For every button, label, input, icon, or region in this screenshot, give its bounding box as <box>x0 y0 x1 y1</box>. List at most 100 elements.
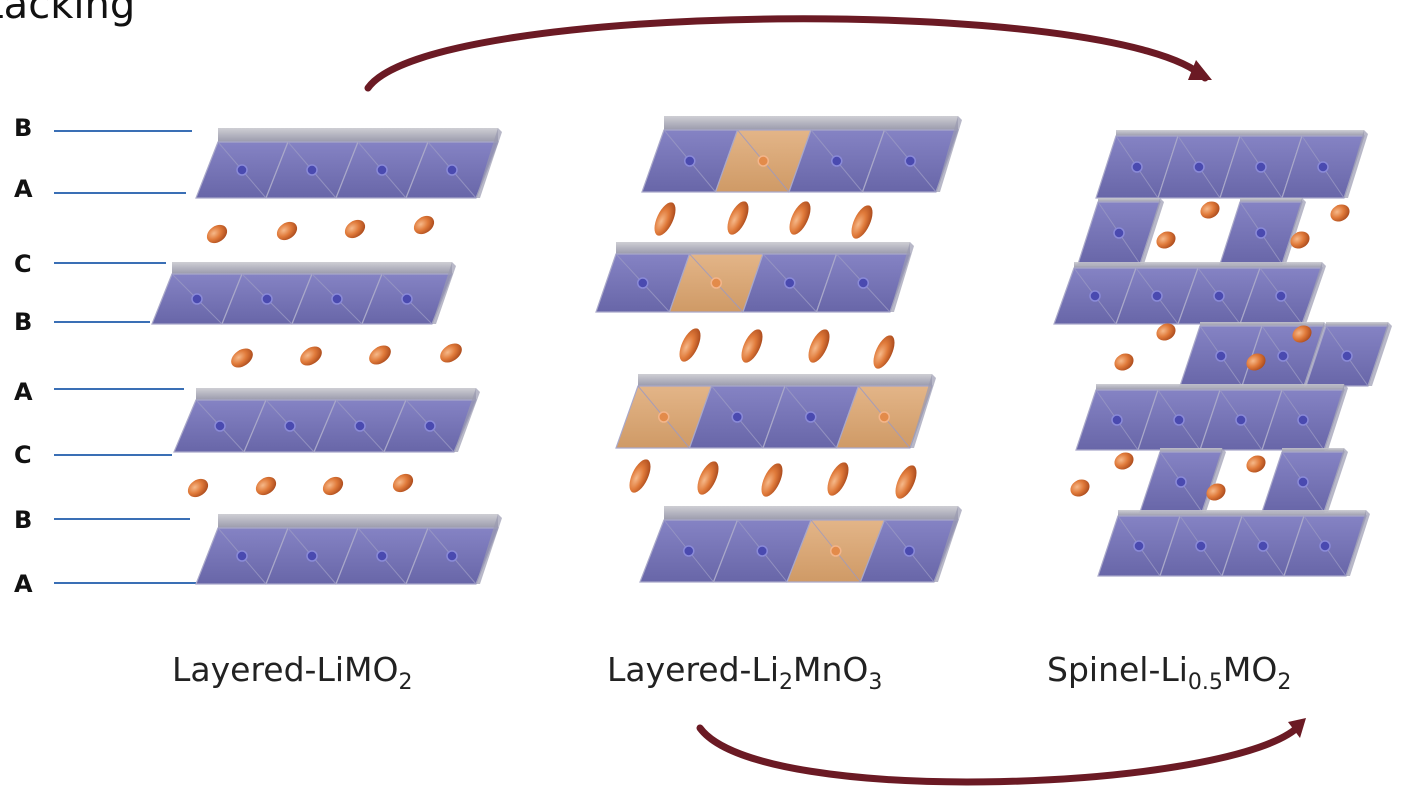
octahedral-layer <box>1053 262 1326 325</box>
layer-side-face <box>476 128 502 198</box>
metal-atom <box>214 420 226 432</box>
layer-side-face <box>1324 448 1348 512</box>
li-ion <box>413 215 435 235</box>
stacking-label: B <box>14 308 33 336</box>
layer-top-face <box>1098 198 1160 202</box>
stacking-label: A <box>14 175 33 203</box>
li-ion <box>1114 452 1134 470</box>
metal-atom <box>878 411 890 423</box>
octahedral-layer <box>1305 322 1392 387</box>
metal-atom <box>354 420 366 432</box>
layer-side-face <box>934 506 962 582</box>
layer-side-face <box>454 388 480 452</box>
octahedral-layer <box>1077 198 1164 265</box>
metal-atom <box>683 545 695 557</box>
metal-atom <box>446 550 458 562</box>
li-ion <box>741 329 763 363</box>
octahedral-layer <box>1261 448 1348 513</box>
octahedral-layer <box>1095 130 1368 199</box>
caption-spinel: Spinel-Li0.5MO2 <box>1047 650 1292 695</box>
layer-side-face <box>1344 130 1368 198</box>
layer-top-face <box>664 506 958 520</box>
li-ion <box>1290 231 1310 249</box>
li-ion <box>206 224 228 244</box>
caption-layered-limo2: Layered-LiMO2 <box>172 650 413 695</box>
layer-side-face <box>1282 198 1306 264</box>
metal-atom <box>1257 540 1269 552</box>
li-ion <box>895 465 917 499</box>
li-ion <box>1246 455 1266 473</box>
li-ion <box>873 335 895 369</box>
li-ion <box>789 201 811 235</box>
stacking-label: C <box>14 441 32 469</box>
metal-atom <box>1113 227 1125 239</box>
layer-side-face <box>910 374 936 448</box>
metal-atom <box>236 550 248 562</box>
metal-atom <box>1317 161 1329 173</box>
metal-atom <box>261 293 273 305</box>
li-ion <box>231 348 253 368</box>
layer-top-face <box>1074 262 1322 268</box>
stacking-label: A <box>14 570 33 598</box>
metal-atom <box>1193 161 1205 173</box>
metal-atom <box>446 164 458 176</box>
metal-atom <box>424 420 436 432</box>
li-ion <box>697 461 719 495</box>
metal-atom <box>1255 161 1267 173</box>
metal-atom <box>1277 350 1289 362</box>
bottom-arrow <box>696 721 1304 786</box>
stacking-label: B <box>14 114 33 142</box>
metal-atom <box>306 164 318 176</box>
metal-atom <box>1111 414 1123 426</box>
top-arrow <box>364 15 1209 92</box>
metal-atom <box>1151 290 1163 302</box>
li-ion <box>1246 353 1266 371</box>
octahedral-layer <box>1139 448 1226 513</box>
layer-top-face <box>664 116 958 130</box>
li-ion <box>629 459 651 493</box>
li-ion <box>344 219 366 239</box>
metal-atom <box>401 293 413 305</box>
octahedral-layer <box>195 128 502 199</box>
metal-atom <box>857 277 869 289</box>
metal-atom <box>903 545 915 557</box>
layer-top-face <box>1240 198 1302 202</box>
layer-side-face <box>890 242 914 312</box>
octahedral-layer <box>1097 510 1370 577</box>
layer-top-face <box>218 514 498 528</box>
metal-atom <box>1297 414 1309 426</box>
metal-atom <box>1319 540 1331 552</box>
metal-atom <box>1275 290 1287 302</box>
metal-atom <box>684 155 696 167</box>
layer-top-face <box>1200 322 1324 326</box>
metal-atom <box>284 420 296 432</box>
bottom-arrow-head <box>1288 718 1306 738</box>
li-ion <box>1114 353 1134 371</box>
stacking-label: C <box>14 250 32 278</box>
metal-atom <box>830 545 842 557</box>
li-ion <box>1070 479 1090 497</box>
li-ion <box>440 343 462 363</box>
metal-atom <box>331 293 343 305</box>
li-ion <box>187 478 209 498</box>
li-ion <box>808 329 830 363</box>
stacking-label: A <box>14 378 33 406</box>
li-ion <box>827 462 849 496</box>
metal-atom <box>731 411 743 423</box>
metal-atom <box>1195 540 1207 552</box>
octahedral-layer <box>151 262 456 325</box>
metal-atom <box>756 545 768 557</box>
octahedral-layer <box>595 242 914 313</box>
octahedral-layer <box>1075 384 1348 451</box>
layer-top-face <box>1326 322 1388 326</box>
li-ion <box>851 205 873 239</box>
octahedral-layer <box>1219 198 1306 265</box>
metal-atom <box>1297 476 1309 488</box>
metal-atom <box>376 164 388 176</box>
metal-atom <box>710 277 722 289</box>
layer-side-face <box>1368 322 1392 386</box>
metal-atom <box>1175 476 1187 488</box>
metal-atom <box>1213 290 1225 302</box>
metal-atom <box>191 293 203 305</box>
